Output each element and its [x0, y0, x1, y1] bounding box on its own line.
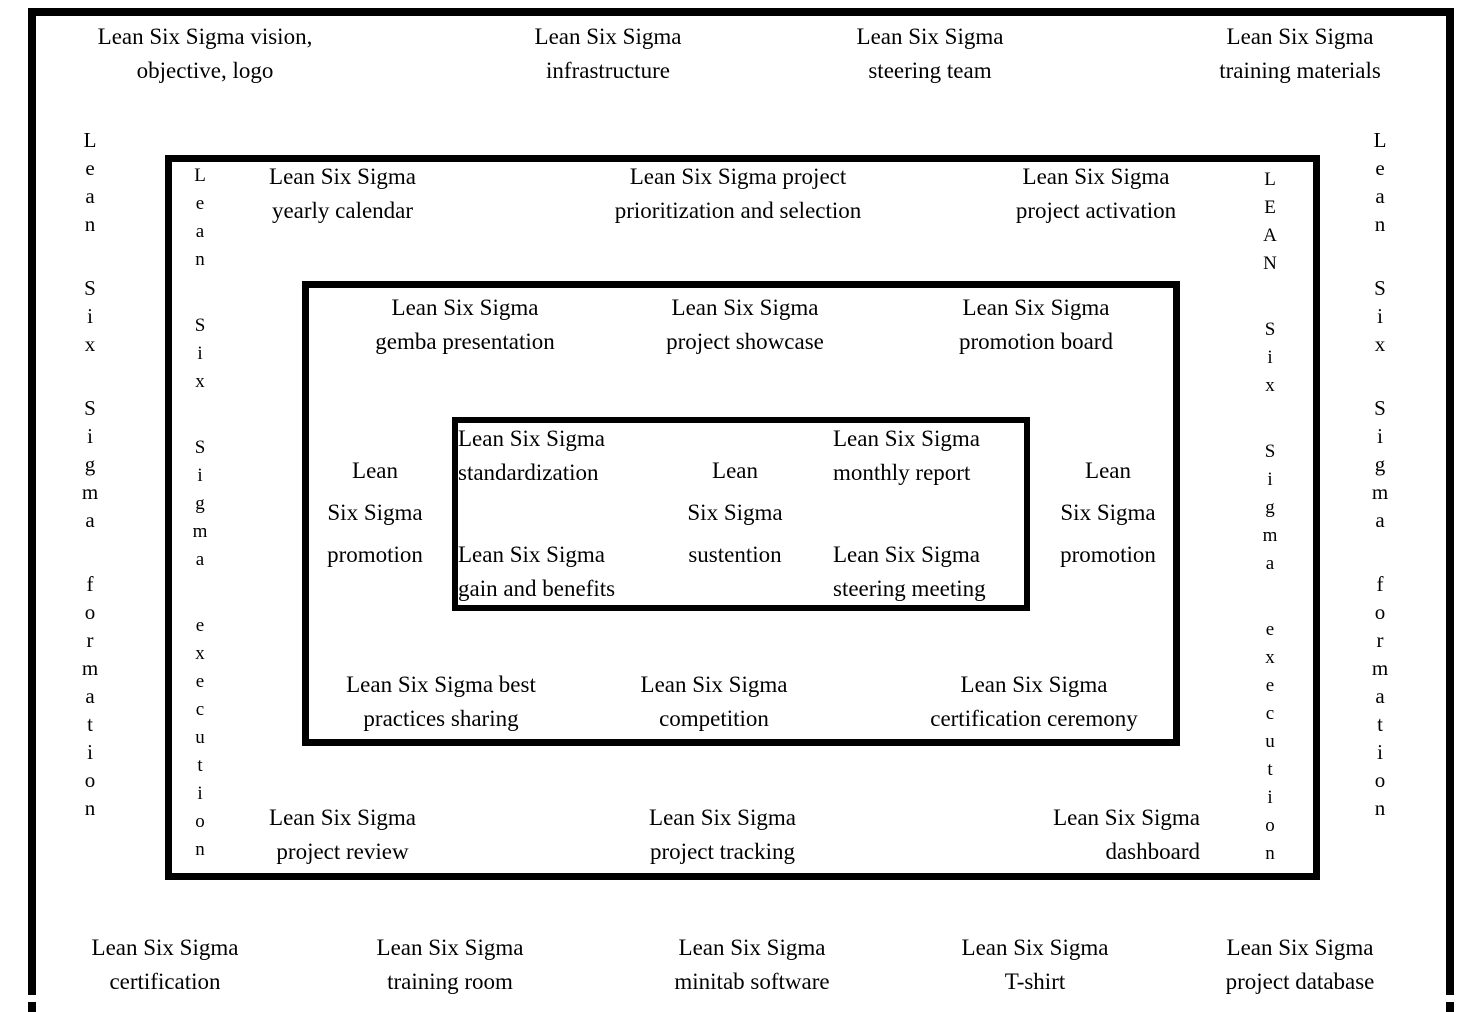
label-vision-objective-logo: Lean Six Sigma vision,objective, logo: [97, 24, 313, 83]
outer-formation-border: [28, 8, 1454, 1012]
sustention-zone-border: [452, 417, 1030, 611]
execution-zone-border: [165, 155, 1320, 880]
border-gap-left: [26, 995, 38, 1002]
border-gap-right: [1442, 995, 1456, 1002]
promotion-zone-border: [302, 281, 1180, 746]
